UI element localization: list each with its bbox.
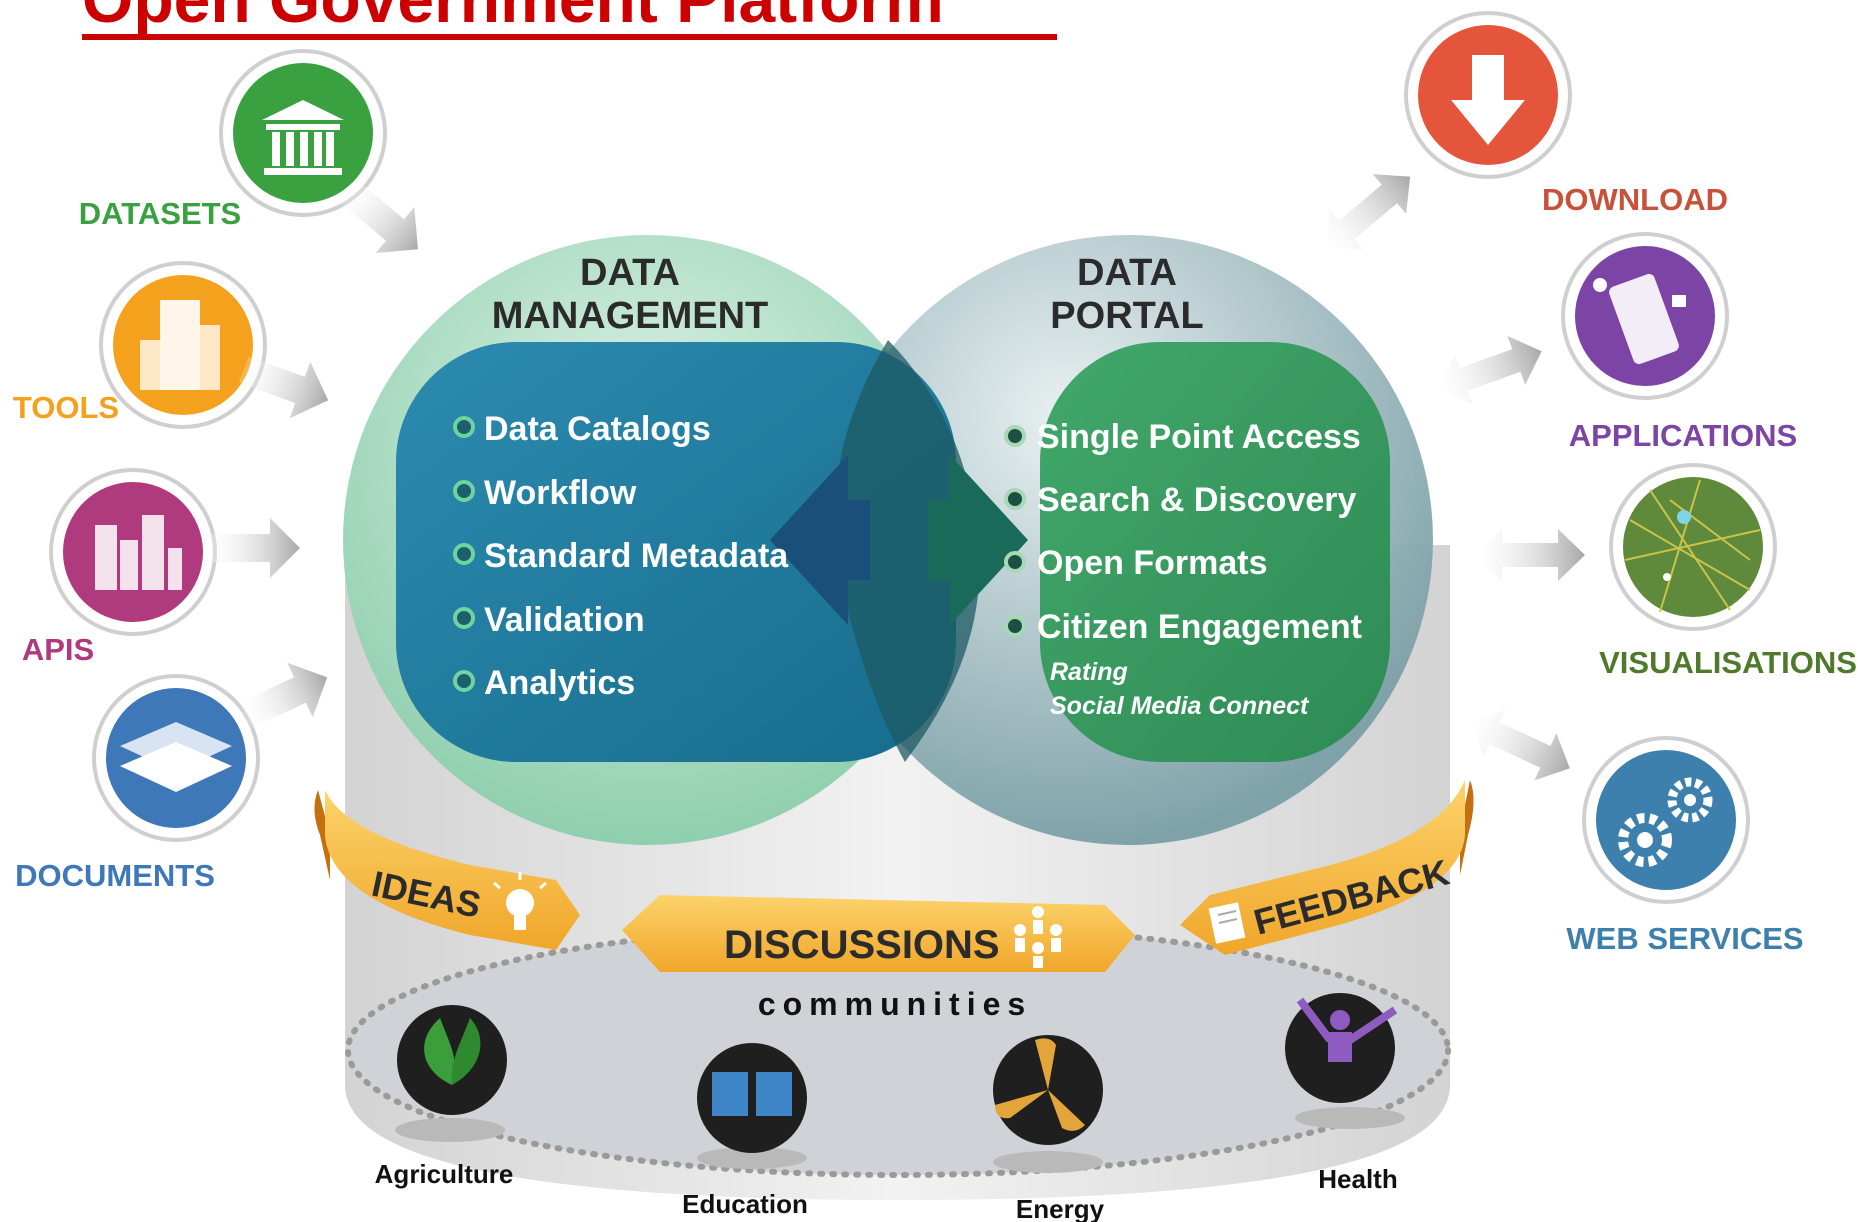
arrow-right-icon	[239, 662, 328, 729]
dm-item: Analytics	[484, 664, 635, 702]
right-exchange-arrow	[928, 455, 1028, 625]
arrow-right-icon	[238, 356, 329, 419]
data-management-title-1: DATA	[580, 252, 680, 294]
discussions-label: DISCUSSIONS	[724, 923, 1000, 967]
apis-label: APIS	[22, 632, 94, 667]
datasets-node: DATASETS	[79, 49, 387, 231]
dm-item: Workflow	[484, 474, 637, 512]
output-arrows	[1325, 174, 1585, 781]
dm-item: Data Catalogs	[484, 410, 711, 448]
double-arrow-icon	[1470, 709, 1570, 781]
datasets-label: DATASETS	[79, 196, 241, 231]
feedback-notepad-icon	[1208, 902, 1246, 944]
sector-label: Health	[1318, 1164, 1397, 1194]
data-portal-title-1: DATA	[1077, 252, 1177, 294]
arrow-right-icon	[210, 518, 300, 578]
dp-sub-item: Social Media Connect	[1050, 692, 1310, 720]
dm-item: Validation	[484, 601, 645, 639]
health-community: Health	[1285, 993, 1405, 1194]
gears-icon	[1596, 750, 1736, 890]
download-label: DOWNLOAD	[1542, 182, 1728, 217]
data-management-list: Data Catalogs Workflow Standard Metadata…	[453, 410, 789, 702]
tools-label: TOOLS	[13, 390, 119, 425]
visualisations-node: VISUALISATIONS	[1599, 463, 1857, 680]
sector-label: Education	[682, 1189, 808, 1219]
data-portal-title-2: PORTAL	[1050, 295, 1203, 337]
feedback-ribbon	[1180, 780, 1465, 955]
bullet-icon	[453, 543, 475, 565]
education-book-icon	[697, 1043, 807, 1153]
input-arrows	[210, 180, 418, 729]
sector-label: Energy	[1016, 1194, 1105, 1222]
bullet-icon	[1004, 551, 1026, 573]
bullet-icon	[1004, 615, 1026, 637]
energy-community: Energy	[993, 1035, 1105, 1222]
double-arrow-icon	[1475, 529, 1585, 581]
documents-node: DOCUMENTS	[15, 674, 260, 893]
documents-label: DOCUMENTS	[15, 858, 215, 893]
web-services-node: WEB SERVICES	[1566, 736, 1804, 956]
data-portal-list: Single Point Access Search & Discovery O…	[1004, 418, 1362, 720]
bullet-icon	[453, 416, 475, 438]
dp-item: Search & Discovery	[1037, 481, 1356, 519]
arrow-right-icon	[340, 180, 418, 253]
people-icon	[1014, 906, 1062, 968]
download-node: DOWNLOAD	[1404, 11, 1728, 217]
dp-item: Open Formats	[1037, 544, 1267, 582]
apis-node: APIS	[22, 468, 217, 667]
data-portal-panel	[1040, 342, 1390, 762]
overlap-lens	[834, 340, 980, 762]
communities-label: communities	[758, 986, 1032, 1022]
bullet-icon	[453, 670, 475, 692]
bullet-icon	[453, 480, 475, 502]
double-arrow-icon	[1438, 335, 1542, 405]
dp-item: Citizen Engagement	[1037, 608, 1362, 646]
data-management-panel	[396, 342, 956, 762]
data-management-title-2: MANAGEMENT	[492, 295, 769, 337]
double-arrow-icon	[1325, 174, 1411, 250]
visualisations-label: VISUALISATIONS	[1599, 645, 1857, 680]
page-title: Open Government Platform	[82, 0, 944, 36]
engagement-ribbon: IDEAS DISCUSSIONS FEEDBACK	[314, 780, 1474, 972]
bullet-icon	[453, 607, 475, 629]
dp-sub-item: Rating	[1050, 658, 1128, 686]
discussions-ribbon	[622, 895, 1135, 972]
applications-label: APPLICATIONS	[1569, 418, 1798, 453]
dp-item: Single Point Access	[1037, 418, 1361, 456]
sector-label: Agriculture	[375, 1159, 514, 1189]
applications-node: APPLICATIONS	[1561, 232, 1798, 453]
tools-node: TOOLS	[13, 261, 267, 429]
web-services-label: WEB SERVICES	[1566, 921, 1803, 956]
lightbulb-icon	[493, 872, 547, 930]
left-exchange-arrow	[770, 455, 870, 625]
title-underline	[82, 34, 1057, 40]
dm-item: Standard Metadata	[484, 537, 789, 575]
bullet-icon	[1004, 488, 1026, 510]
visualisation-map-icon	[1623, 477, 1763, 617]
education-community: Education	[682, 1043, 808, 1219]
agriculture-community: Agriculture	[375, 1005, 514, 1189]
bullet-icon	[1004, 425, 1026, 447]
